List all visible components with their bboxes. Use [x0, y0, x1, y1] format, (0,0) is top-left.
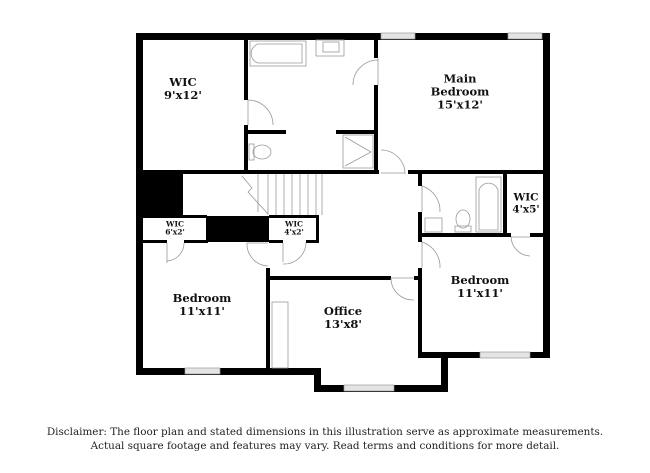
room-label-wic-main: WIC 9'x12' [164, 76, 202, 102]
fixtures [241, 39, 502, 369]
room-label-bedroom-right: Bedroom 11'x11' [451, 274, 510, 300]
room-label-main-bedroom: Main Bedroom 15'x12' [430, 71, 490, 112]
room-name: Office [323, 304, 363, 319]
room-label-wic-4x5: WIC 4'x5' [512, 191, 540, 216]
room-name: WIC [166, 219, 184, 229]
room-dims: 11'x11' [457, 286, 503, 300]
door-wic [247, 99, 274, 126]
room-dims: 6'x2' [165, 228, 185, 237]
room-name: WIC [285, 219, 303, 229]
room-name: WIC [513, 191, 539, 204]
room-label-wic-4x2: WIC 4'x2' [284, 219, 304, 238]
shower-icon [342, 134, 374, 169]
disclaimer-line-2: Actual square footage and features may v… [90, 439, 560, 452]
bathtub-icon-2 [475, 176, 502, 233]
disclaimer: Disclaimer: The floor plan and stated di… [0, 426, 650, 453]
room-name: Bedroom [172, 291, 232, 306]
room-name: WIC [169, 75, 197, 90]
toilet-icon [252, 144, 272, 160]
doors [166, 58, 531, 301]
room-name-line1: Main [443, 71, 477, 86]
bathtub-icon [249, 40, 307, 67]
room-dims: 13'x8' [324, 317, 362, 331]
room-dims: 15'x12' [437, 97, 483, 112]
disclaimer-line-1: Disclaimer: The floor plan and stated di… [46, 426, 604, 438]
toilet-icon-2 [455, 209, 471, 229]
room-dims: 4'x5' [512, 203, 540, 215]
closet-shelf [271, 301, 289, 369]
room-label-wic-6x2: WIC 6'x2' [165, 219, 185, 238]
room-name-line2: Bedroom [430, 84, 490, 99]
sink-icon [315, 39, 345, 57]
windows [184, 32, 543, 392]
room-name: Bedroom [450, 273, 510, 288]
interior-walls [136, 38, 550, 372]
stairs-icon [241, 174, 323, 215]
sink-icon-2 [424, 217, 443, 233]
room-dims: 11'x11' [179, 304, 225, 318]
room-label-office: Office 13'x8' [324, 305, 362, 331]
room-dims: 9'x12' [164, 88, 202, 102]
room-label-bedroom-left: Bedroom 11'x11' [173, 292, 232, 318]
room-dims: 4'x2' [284, 228, 304, 237]
